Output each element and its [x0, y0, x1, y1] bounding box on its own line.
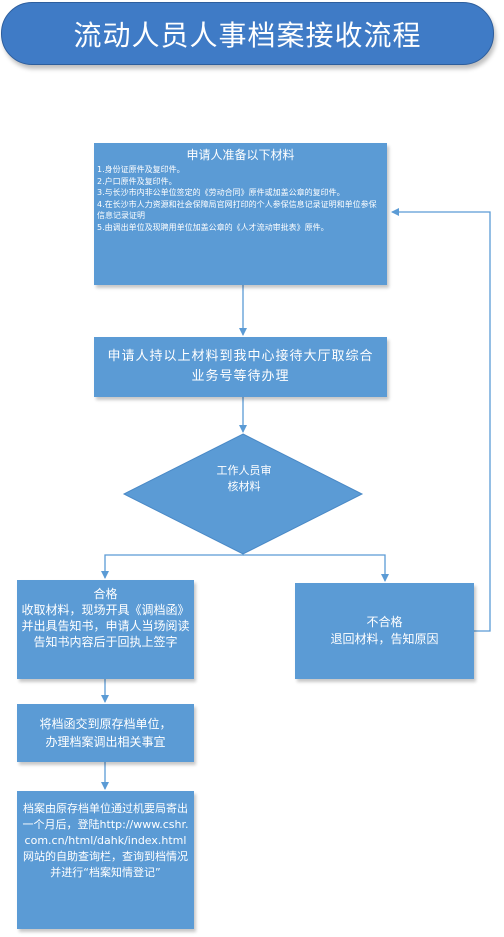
material-item: 1.身份证原件及复印件。: [97, 165, 185, 174]
submit-step-text: 申请人持以上材料到我中心接待大厅取综合业务号等待办理: [107, 349, 374, 384]
review-line-1: 工作人员审: [216, 464, 272, 477]
pass-step-box: 合格 收取材料，现场开具《调档函》并出具告知书，申请人当场阅读告知书内容后于回执…: [17, 580, 194, 679]
transfer-line-2: 办理档案调出相关事宜: [45, 735, 166, 749]
transfer-line-1: 将档函交到原存档单位，: [39, 717, 172, 731]
pass-text: 收取材料，现场开具《调档函》并出具告知书，申请人当场阅读告知书内容后于回执上签字: [21, 603, 190, 649]
review-line-2: 核材料: [227, 480, 261, 493]
reject-step-box: 不合格 退回材料，告知原因: [295, 583, 474, 679]
review-decision-label: 工作人员审 核材料: [180, 463, 308, 495]
material-item: 5.由调出单位及现聘用单位加盖公章的《人才流动审批表》原件。: [97, 222, 329, 232]
reject-text: 退回材料，告知原因: [330, 632, 439, 646]
materials-box: 申请人准备以下材料 1.身份证原件及复印件。 2.户口原件及复印件。 3.与长沙…: [94, 143, 387, 285]
final-step-text: 档案由原存档单位通过机要局寄出一个月后，登陆http://www.cshr.co…: [22, 802, 189, 879]
arrow-reject-to-materials: [391, 208, 491, 632]
reject-heading: 不合格: [366, 615, 403, 629]
submit-step-box: 申请人持以上材料到我中心接待大厅取综合业务号等待办理: [94, 337, 387, 397]
transfer-step-box: 将档函交到原存档单位， 办理档案调出相关事宜: [17, 704, 194, 762]
material-item: 2.户口原件及复印件。: [97, 176, 177, 186]
page-title: 流动人员人事档案接收流程: [1, 2, 494, 65]
material-item: 3.与长沙市内非公单位签定的《劳动合同》原件或加盖公章的复印件。: [97, 188, 345, 197]
final-step-box: 档案由原存档单位通过机要局寄出一个月后，登陆http://www.cshr.co…: [17, 791, 194, 929]
arrow-review-to-pass: [101, 554, 244, 579]
material-item: 4.在长沙市人力资源和社会保障局官网打印的个人参保信息记录证明和单位参保信息记录…: [97, 199, 377, 221]
pass-heading: 合格: [93, 587, 118, 601]
materials-title: 申请人准备以下材料: [186, 148, 295, 162]
arrow-review-to-reject: [243, 554, 389, 582]
